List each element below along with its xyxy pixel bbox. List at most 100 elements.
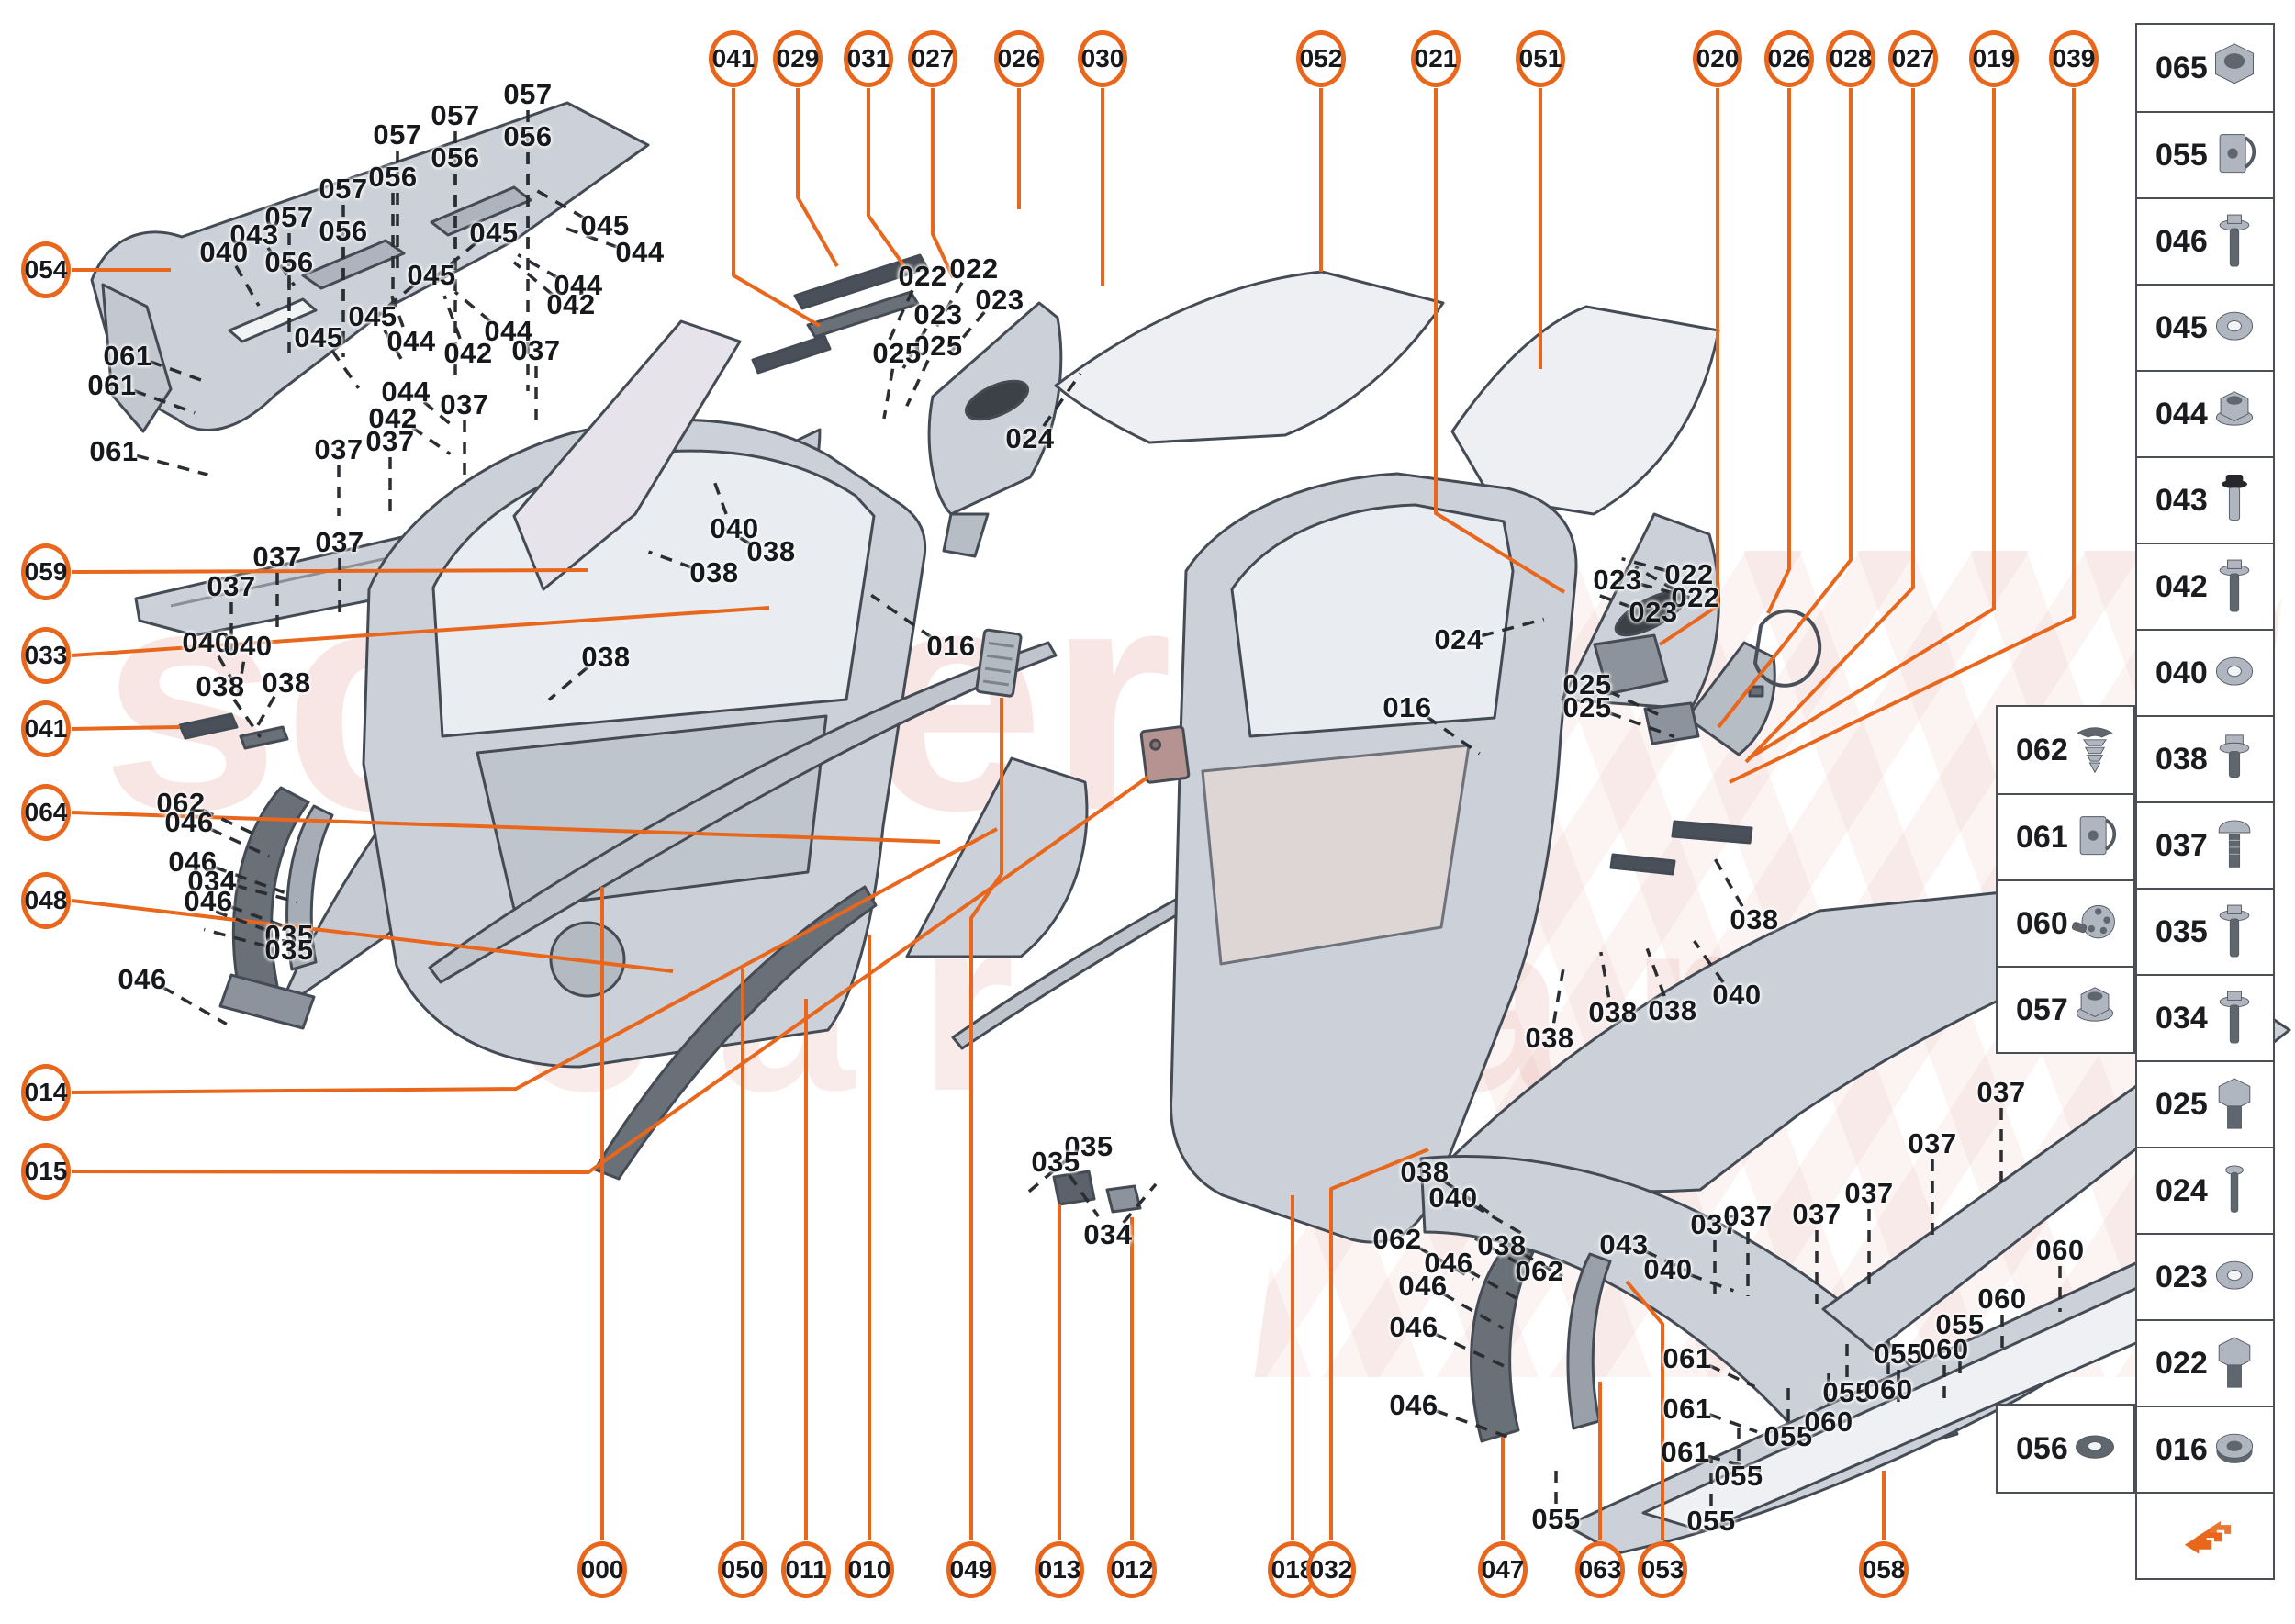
- part-label-044: 044: [386, 325, 436, 357]
- part-label-035: 035: [1031, 1146, 1080, 1178]
- legend-row-056[interactable]: 056: [1998, 1406, 2133, 1492]
- legend-number: 035: [2155, 913, 2208, 949]
- legend-row-061[interactable]: 061: [1998, 793, 2133, 879]
- legend-row-057[interactable]: 057: [1998, 966, 2133, 1052]
- legend-row-065[interactable]: 065: [2137, 25, 2273, 111]
- callout-063[interactable]: 063: [1575, 1541, 1625, 1598]
- legend-row-034[interactable]: 034: [2137, 974, 2273, 1060]
- callout-line-021: [1434, 88, 1566, 594]
- callout-020[interactable]: 020: [1693, 30, 1742, 87]
- callout-059[interactable]: 059: [21, 543, 71, 600]
- part-label-043: 043: [1599, 1228, 1649, 1260]
- callout-041[interactable]: 041: [709, 30, 758, 87]
- part-label-037: 037: [1976, 1076, 2026, 1108]
- part-trim-064: [905, 756, 1089, 958]
- callout-047[interactable]: 047: [1478, 1541, 1528, 1598]
- part-label-062: 062: [1372, 1223, 1422, 1255]
- callout-019[interactable]: 019: [1969, 30, 2019, 87]
- dash-leader: [1599, 951, 1611, 998]
- nut-icon: [2215, 43, 2254, 84]
- dash-leader: [1416, 1245, 1475, 1282]
- part-label-061: 061: [1661, 1436, 1710, 1468]
- part-label-035: 035: [264, 919, 314, 951]
- legend-number: 024: [2155, 1172, 2208, 1208]
- callout-051[interactable]: 051: [1516, 30, 1565, 87]
- part-label-022: 022: [898, 260, 947, 292]
- legend-row-022[interactable]: 022: [2137, 1319, 2273, 1406]
- hexbolt-icon: [2218, 1337, 2251, 1388]
- callout-012[interactable]: 012: [1107, 1541, 1157, 1598]
- legend-row-062[interactable]: 062: [1998, 707, 2133, 793]
- callout-033[interactable]: 033: [21, 627, 71, 684]
- legend-number: 034: [2155, 1000, 2208, 1036]
- callout-029[interactable]: 029: [773, 30, 823, 87]
- part-label-046: 046: [118, 963, 167, 995]
- callout-027[interactable]: 027: [1888, 30, 1938, 87]
- legend-arrow-logo-cell[interactable]: [2137, 1492, 2273, 1578]
- part-label-037: 037: [1792, 1198, 1842, 1230]
- callout-028[interactable]: 028: [1826, 30, 1875, 87]
- legend-row-044[interactable]: 044: [2137, 370, 2273, 456]
- dash-leader: [1442, 1292, 1505, 1330]
- callout-058[interactable]: 058: [1859, 1541, 1909, 1598]
- label-dash-leaders: [133, 110, 2062, 1506]
- washer-icon: [2215, 311, 2254, 341]
- part-label-035: 035: [264, 934, 314, 966]
- clip-icon: [2079, 816, 2117, 856]
- dash-leader: [266, 246, 297, 286]
- part-label-062: 062: [1515, 1255, 1564, 1287]
- legend-row-038[interactable]: 038: [2137, 715, 2273, 801]
- legend-number: 046: [2155, 223, 2208, 259]
- legend-number: 023: [2155, 1259, 2208, 1294]
- dash-leader: [1481, 617, 1545, 638]
- part-label-046: 046: [1424, 1247, 1473, 1279]
- callout-010[interactable]: 010: [845, 1541, 894, 1598]
- callout-030[interactable]: 030: [1078, 30, 1127, 87]
- legend-row-055[interactable]: 055: [2137, 111, 2273, 197]
- callout-011[interactable]: 011: [781, 1541, 831, 1598]
- legend-row-046[interactable]: 046: [2137, 197, 2273, 284]
- part-label-025: 025: [1562, 691, 1612, 723]
- callout-064[interactable]: 064: [21, 784, 71, 841]
- callout-line-031: [867, 88, 909, 272]
- callout-026[interactable]: 026: [994, 30, 1044, 87]
- part-door-glass-left: [512, 319, 742, 591]
- callout-026[interactable]: 026: [1764, 30, 1814, 87]
- callout-032[interactable]: 032: [1306, 1541, 1356, 1598]
- callout-050[interactable]: 050: [718, 1541, 767, 1598]
- callout-041[interactable]: 041: [21, 700, 71, 757]
- legend-row-016[interactable]: 016: [2137, 1406, 2273, 1492]
- callout-014[interactable]: 014: [21, 1064, 71, 1121]
- legend-row-023[interactable]: 023: [2137, 1233, 2273, 1319]
- legend-row-045[interactable]: 045: [2137, 284, 2273, 370]
- legend-row-043[interactable]: 043: [2137, 456, 2273, 543]
- callout-015[interactable]: 015: [21, 1143, 71, 1200]
- callout-000[interactable]: 000: [577, 1541, 627, 1598]
- legend-row-060[interactable]: 060: [1998, 879, 2133, 966]
- part-label-040: 040: [1643, 1253, 1693, 1285]
- callout-048[interactable]: 048: [21, 872, 71, 929]
- dash-leader: [535, 188, 586, 220]
- part-label-037: 037: [1844, 1177, 1894, 1209]
- callout-049[interactable]: 049: [946, 1541, 996, 1598]
- legend-row-025[interactable]: 025: [2137, 1060, 2273, 1147]
- dash-leader: [252, 695, 276, 734]
- legend-row-035[interactable]: 035: [2137, 888, 2273, 974]
- callout-013[interactable]: 013: [1035, 1541, 1084, 1598]
- dash-leader: [1644, 1249, 1693, 1275]
- callout-052[interactable]: 052: [1296, 30, 1346, 87]
- legend-row-037[interactable]: 037: [2137, 801, 2273, 888]
- callout-027[interactable]: 027: [908, 30, 957, 87]
- legend-row-024[interactable]: 024: [2137, 1147, 2273, 1233]
- legend-row-042[interactable]: 042: [2137, 543, 2273, 629]
- bolt-icon: [2219, 991, 2250, 1044]
- callout-053[interactable]: 053: [1638, 1541, 1687, 1598]
- washer-icon: [2215, 656, 2254, 686]
- legend-row-040[interactable]: 040: [2137, 629, 2273, 715]
- callout-021[interactable]: 021: [1411, 30, 1461, 87]
- part-label-038: 038: [1400, 1156, 1450, 1188]
- callout-039[interactable]: 039: [2049, 30, 2099, 87]
- callout-line-033: [71, 606, 770, 657]
- callout-031[interactable]: 031: [844, 30, 893, 87]
- callout-054[interactable]: 054: [21, 241, 71, 298]
